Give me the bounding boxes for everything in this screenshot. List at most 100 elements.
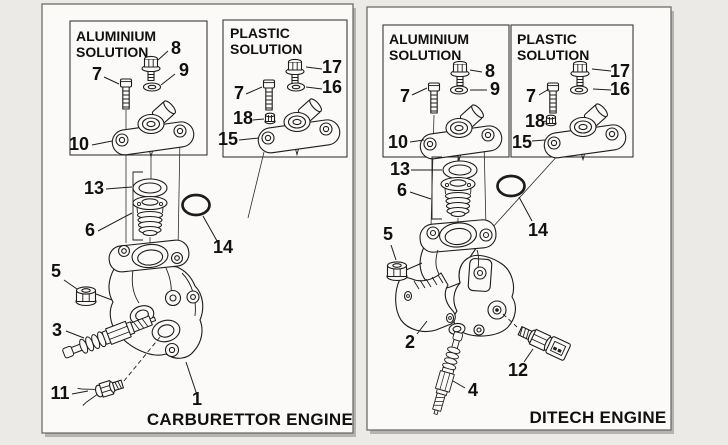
- inset-title-line1: ALUMINIUM: [389, 31, 469, 47]
- hex-nut: [75, 286, 97, 307]
- callout-thermostat: 6: [85, 220, 95, 240]
- leader-line: [452, 380, 466, 389]
- leader-line: [71, 390, 89, 395]
- leader-line: [185, 361, 197, 393]
- inset-border: [69, 20, 208, 156]
- callout-washer: 9: [179, 60, 189, 80]
- panel-caption: CARBURETTOR ENGINE: [147, 410, 353, 429]
- leader-line: [238, 137, 260, 141]
- callout-flange-bolt: 17: [322, 57, 342, 77]
- group-bracket: [431, 156, 442, 220]
- panel-caption: DITECH ENGINE: [529, 408, 666, 427]
- leader-line: [305, 86, 323, 90]
- callout-washer: 9: [490, 79, 500, 99]
- inset-title-line2: SOLUTION: [389, 47, 461, 63]
- leader-line: [531, 139, 546, 142]
- panel-frame: [41, 3, 354, 434]
- hex-nut: [386, 261, 408, 282]
- washer: [449, 85, 469, 95]
- cover-nut: [264, 112, 276, 125]
- leader-line: [591, 68, 612, 72]
- washer: [286, 82, 306, 92]
- leader-line: [523, 348, 534, 363]
- leader-line: [202, 215, 218, 242]
- aluminium-solution-box: ALUMINIUM SOLUTION 8 9 7 10: [69, 20, 208, 158]
- leader-line: [518, 196, 533, 222]
- callout-thermostat: 6: [397, 180, 407, 200]
- cylinder-head-ditech: [395, 219, 516, 337]
- inset-border: [510, 24, 634, 158]
- callout-thermostat-cover: 10: [69, 134, 89, 154]
- leader-line: [592, 88, 612, 91]
- callout-o-ring: 14: [528, 220, 548, 240]
- dashed-leader: [123, 336, 161, 382]
- callout-flange-bolt: 17: [610, 61, 630, 81]
- inset-title-line2: SOLUTION: [517, 47, 589, 63]
- inset-title-line1: ALUMINIUM: [76, 28, 156, 44]
- inset-title-line2: SOLUTION: [230, 41, 302, 57]
- alignment-lines: [125, 110, 265, 251]
- callout-cover-nut: 18: [525, 111, 545, 131]
- callout-thermostat-cover: 15: [218, 129, 238, 149]
- callout-hex-nut: 5: [383, 224, 393, 244]
- cylinder-head-carburettor: [108, 239, 204, 359]
- leader-line: [416, 320, 428, 335]
- seal-ring: [442, 160, 478, 180]
- leader-line: [542, 120, 547, 123]
- leader-line: [157, 50, 169, 61]
- washer: [569, 85, 589, 95]
- callout-seal-ring: 13: [390, 159, 410, 179]
- callout-socket-bolt: 7: [526, 86, 536, 106]
- plastic-solution-box: PLASTIC SOLUTION 17 16 7 18 15: [218, 19, 348, 158]
- thermostat-column: 13 6 14: [390, 156, 548, 240]
- plastic-solution-box: PLASTIC SOLUTION 17 16 7 18 15: [510, 24, 634, 161]
- leader-line: [409, 191, 432, 200]
- leader-line: [390, 244, 397, 261]
- callout-spark-plug: 3: [52, 320, 62, 340]
- leader-line: [160, 73, 176, 86]
- leader-line: [538, 88, 550, 96]
- callout-thermostat-cover: 10: [388, 132, 408, 152]
- callout-socket-bolt: 7: [92, 64, 102, 84]
- panel-frame: [366, 6, 672, 431]
- seal-ring: [132, 178, 168, 198]
- leader-line: [105, 186, 133, 190]
- callout-spark-plug: 4: [468, 380, 478, 400]
- callout-thermo-switch: 11: [50, 383, 69, 403]
- washer: [142, 82, 162, 92]
- callout-coolant-sensor: 12: [508, 360, 528, 380]
- callout-cover-nut: 18: [233, 108, 253, 128]
- cover-nut: [545, 114, 557, 127]
- callout-thermostat-cover: 15: [512, 132, 532, 152]
- leader-line: [95, 293, 113, 301]
- callout-socket-bolt: 7: [400, 86, 410, 106]
- inset-title-line1: PLASTIC: [517, 31, 577, 47]
- callout-flange-bolt: 8: [485, 61, 495, 81]
- callout-washer: 16: [322, 77, 342, 97]
- thermostat-column: 13 6 14: [84, 171, 233, 257]
- leader-line: [91, 140, 113, 146]
- callout-cylinder-head: 1: [192, 389, 202, 409]
- leader-line: [411, 87, 428, 96]
- leader-line: [103, 76, 120, 85]
- leader-line: [97, 212, 133, 232]
- callout-seal-ring: 13: [84, 178, 104, 198]
- leader-line: [305, 66, 323, 70]
- leader-line: [405, 262, 423, 271]
- panel-carburettor-engine: ALUMINIUM SOLUTION 8 9 7 10 PLASTIC SOLU…: [41, 3, 356, 437]
- leader-line: [245, 86, 263, 95]
- inset-title-line1: PLASTIC: [230, 25, 290, 41]
- group-bracket: [132, 171, 143, 241]
- callout-hex-nut: 5: [51, 261, 61, 281]
- callout-cylinder-head: 2: [405, 332, 415, 352]
- leader-line: [252, 118, 265, 121]
- callout-flange-bolt: 8: [171, 38, 181, 58]
- inset-title-line2: SOLUTION: [76, 44, 148, 60]
- inset-border: [222, 19, 348, 158]
- leader-line: [65, 330, 85, 339]
- leader-line: [63, 279, 78, 290]
- callout-o-ring: 14: [213, 237, 233, 257]
- callout-washer: 16: [610, 79, 630, 99]
